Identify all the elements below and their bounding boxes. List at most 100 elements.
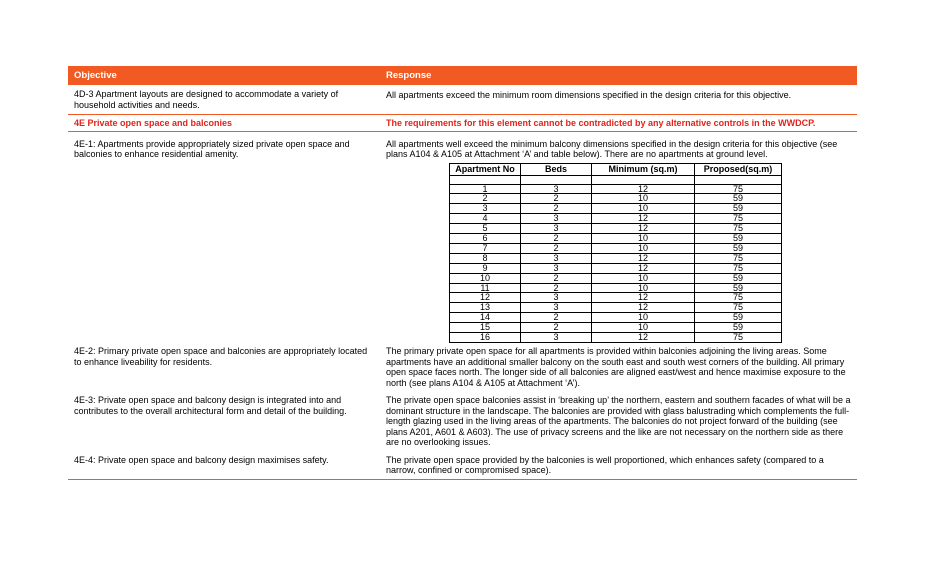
objective-text: 4E-4: Private open space and balcony des… <box>74 454 329 465</box>
beds: 3 <box>520 213 592 225</box>
beds: 2 <box>520 242 592 254</box>
table-row: 4E-3: Private open space and balcony des… <box>68 392 857 452</box>
proposed: 75 <box>694 292 782 304</box>
proposed: 59 <box>694 203 782 215</box>
table-row: 4E-2: Primary private open space and bal… <box>68 343 857 392</box>
minimum: 10 <box>591 312 695 324</box>
proposed: 75 <box>694 302 782 314</box>
proposed: 75 <box>694 332 782 343</box>
apartment-no: 8 <box>449 252 521 264</box>
section-heading: 4E Private open space and balconies <box>74 118 233 128</box>
beds: 2 <box>520 282 592 294</box>
minimum: 12 <box>591 183 695 195</box>
minimum: 10 <box>591 322 695 334</box>
minimum: 10 <box>591 242 695 254</box>
objective-text: 4E-1: Apartments provide appropriately s… <box>74 138 350 160</box>
beds: 3 <box>520 252 592 264</box>
beds: 2 <box>520 322 592 334</box>
objective-text: 4E-2: Primary private open space and bal… <box>74 346 368 367</box>
apartment-no: 16 <box>449 332 521 343</box>
minimum: 10 <box>591 193 695 205</box>
minimum: 12 <box>591 252 695 264</box>
proposed: 75 <box>694 213 782 225</box>
beds: 2 <box>520 233 592 244</box>
apartment-no: 1 <box>449 183 521 195</box>
blank-row <box>449 174 782 185</box>
beds: 3 <box>520 302 592 314</box>
apartment-no: 11 <box>449 282 521 294</box>
proposed: 59 <box>694 312 782 324</box>
apartment-no: 9 <box>449 262 521 274</box>
apartment-no: 10 <box>449 272 521 284</box>
apartment-no: 2 <box>449 193 521 205</box>
apartment-no: 15 <box>449 322 521 334</box>
balcony-table: Apartment No Beds Minimum (sq.m) Propose… <box>449 162 782 344</box>
apartment-no: 5 <box>449 223 521 235</box>
response-text: The private open space provided by the b… <box>386 454 824 476</box>
response-text: The primary private open space for all a… <box>386 346 846 388</box>
table-row: 4D-3 Apartment layouts are designed to a… <box>68 85 857 115</box>
minimum: 12 <box>591 332 695 343</box>
objective-text: 4E-3: Private open space and balcony des… <box>74 395 347 416</box>
header-beds: Beds <box>520 162 592 176</box>
response-cell: All apartments well exceed the minimum b… <box>386 139 857 344</box>
apartment-no: 6 <box>449 233 521 244</box>
apartment-no: 4 <box>449 213 521 225</box>
minimum: 12 <box>591 302 695 314</box>
apartment-no: 12 <box>449 292 521 304</box>
minimum: 10 <box>591 203 695 215</box>
objective-text: 4D-3 Apartment layouts are designed to a… <box>74 89 339 110</box>
proposed: 59 <box>694 193 782 205</box>
response-column-header: Response <box>386 70 432 81</box>
proposed: 59 <box>694 282 782 294</box>
beds: 2 <box>520 312 592 324</box>
proposed: 75 <box>694 252 782 264</box>
proposed: 75 <box>694 262 782 274</box>
proposed: 59 <box>694 272 782 284</box>
minimum: 10 <box>591 233 695 244</box>
proposed: 59 <box>694 242 782 254</box>
objectives-table: Objective Response 4D-3 Apartment layout… <box>68 66 857 480</box>
table-row: 4E-1: Apartments provide appropriately s… <box>68 132 857 344</box>
balcony-table-header: Apartment No Beds Minimum (sq.m) Propose… <box>449 162 782 176</box>
proposed: 59 <box>694 233 782 244</box>
beds: 2 <box>520 193 592 205</box>
beds: 3 <box>520 262 592 274</box>
minimum: 12 <box>591 223 695 235</box>
minimum: 10 <box>591 282 695 294</box>
objective-column-header: Objective <box>74 70 117 81</box>
beds: 3 <box>520 183 592 195</box>
beds: 3 <box>520 292 592 304</box>
table-row: 4E-4: Private open space and balcony des… <box>68 452 857 480</box>
header-apartment-no: Apartment No <box>449 162 521 176</box>
minimum: 12 <box>591 213 695 225</box>
proposed: 75 <box>694 223 782 235</box>
beds: 2 <box>520 203 592 215</box>
header-minimum: Minimum (sq.m) <box>591 162 695 176</box>
apartment-no: 7 <box>449 242 521 254</box>
header-proposed: Proposed(sq.m) <box>694 162 782 176</box>
beds: 3 <box>520 332 592 343</box>
minimum: 10 <box>591 272 695 284</box>
section-heading-row: 4E Private open space and balconies The … <box>68 115 857 132</box>
beds: 2 <box>520 272 592 284</box>
section-requirement-note: The requirements for this element cannot… <box>386 118 816 128</box>
minimum: 12 <box>591 262 695 274</box>
apartment-no: 14 <box>449 312 521 324</box>
proposed: 75 <box>694 183 782 195</box>
apartment-no: 13 <box>449 302 521 314</box>
